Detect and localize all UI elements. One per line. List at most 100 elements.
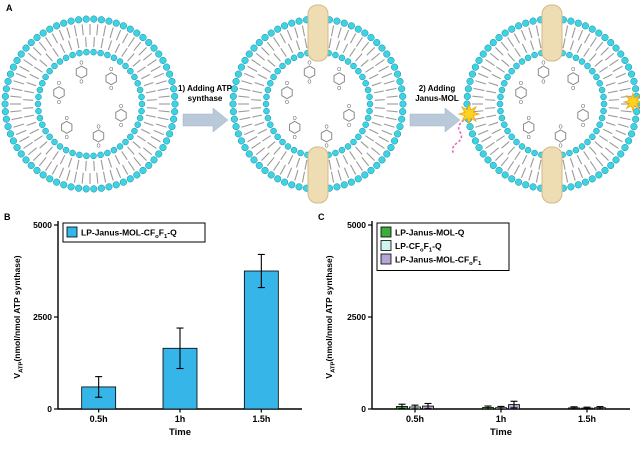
lipid-tail	[355, 53, 363, 62]
janus-mol-chain	[451, 119, 465, 155]
lipid-tail	[615, 129, 627, 136]
x-tick-label: 1.5h	[252, 414, 270, 424]
atom-label: O	[285, 81, 289, 87]
lipid-head	[612, 44, 620, 52]
lipid-tail	[10, 95, 22, 98]
panel-b-label: B	[4, 212, 11, 222]
lipid-head	[76, 49, 83, 57]
lipid-head	[150, 44, 158, 52]
lipid-head	[67, 183, 75, 191]
atom-label: O	[542, 61, 546, 67]
quinone-molecule	[115, 108, 127, 122]
lipid-head	[168, 77, 176, 85]
atom-label: O	[293, 135, 297, 141]
atom-label: O	[571, 86, 575, 92]
lipid-tail	[26, 121, 37, 127]
lipid-tail	[15, 129, 27, 136]
lipid-tail	[569, 157, 575, 168]
lipid-head	[171, 108, 179, 116]
lipid-head	[237, 137, 245, 145]
lipid-head	[17, 150, 25, 158]
lipid-head	[17, 50, 25, 58]
lipid-tail	[495, 152, 504, 161]
lipid-head	[116, 58, 124, 65]
janus-mol-star	[622, 91, 640, 113]
lipid-head	[290, 54, 298, 62]
lipid-head	[263, 107, 270, 115]
atp-synthase	[541, 146, 563, 204]
lipid-head	[33, 166, 41, 175]
lipid-tail	[45, 146, 53, 155]
lipid-tail	[529, 157, 535, 168]
lipid-head	[578, 58, 586, 65]
lipid-tail	[155, 80, 167, 85]
lipid-head	[53, 22, 61, 30]
lipid-head	[498, 86, 506, 94]
lipid-tail	[238, 95, 250, 98]
lipid-tail	[328, 159, 332, 170]
lipid-head	[297, 51, 304, 59]
lipid-tail	[13, 80, 25, 85]
lipid-head	[83, 48, 90, 56]
lipid-tail	[342, 154, 349, 165]
lipid-tail	[501, 141, 510, 149]
atom-label: O	[337, 67, 341, 73]
lipid-tail	[254, 121, 265, 127]
atom-label: O	[109, 86, 113, 92]
lipid-tail	[267, 141, 276, 149]
lipid-head	[288, 19, 296, 27]
lipid-head	[501, 29, 509, 37]
lipid-tail	[507, 161, 515, 171]
atom-label: O	[581, 104, 585, 110]
lipid-head	[347, 178, 355, 186]
atom-label: O	[97, 124, 101, 130]
lipid-head	[354, 25, 362, 33]
lipid-tail	[81, 172, 84, 184]
lipid-tail	[239, 116, 251, 121]
lipid-head	[263, 93, 270, 101]
lipid-tail	[528, 169, 533, 181]
lipid-tail	[589, 37, 597, 47]
quinone-molecule	[61, 120, 73, 134]
lipid-tail	[535, 171, 540, 183]
lipid-tail	[137, 66, 147, 73]
lipid-head	[270, 73, 277, 81]
lipid-tail	[155, 123, 167, 128]
lipid-head	[9, 63, 17, 71]
lipid-tail	[93, 160, 95, 171]
lipid-tail	[114, 43, 121, 54]
lipid-head	[134, 80, 141, 87]
lipid-head	[513, 138, 520, 146]
lipid-tail	[602, 73, 613, 80]
lipid-head	[170, 85, 178, 93]
lipid-head	[279, 138, 286, 146]
lipid-head	[35, 107, 42, 115]
lipid-head	[1, 92, 9, 100]
lipid-tail	[355, 37, 363, 47]
atom-label: O	[293, 116, 297, 122]
lipid-tail	[365, 135, 375, 142]
lipid-tail	[150, 65, 161, 72]
lipid-tail	[513, 33, 520, 44]
lipid-tail	[243, 72, 255, 79]
x-tick-label: 1.5h	[578, 414, 596, 424]
quinone-molecule	[537, 65, 550, 79]
lipid-tail	[383, 123, 395, 128]
lipid-tail	[238, 110, 250, 113]
lipid-tail	[157, 87, 169, 92]
lipid-head	[612, 156, 620, 164]
arrow2-label-line2: Janus-MOL	[415, 94, 459, 104]
lipid-tail	[295, 40, 301, 51]
lipid-tail	[381, 72, 393, 79]
lipid-head	[281, 22, 289, 30]
lipid-tail	[507, 146, 515, 155]
atom-label: O	[571, 67, 575, 73]
lipid-head	[62, 54, 70, 62]
lipid-head	[367, 33, 375, 42]
atom-label: O	[119, 104, 123, 110]
lipid-tail	[29, 73, 40, 80]
lipid-tail	[576, 43, 583, 54]
lipid-tail	[24, 90, 35, 94]
